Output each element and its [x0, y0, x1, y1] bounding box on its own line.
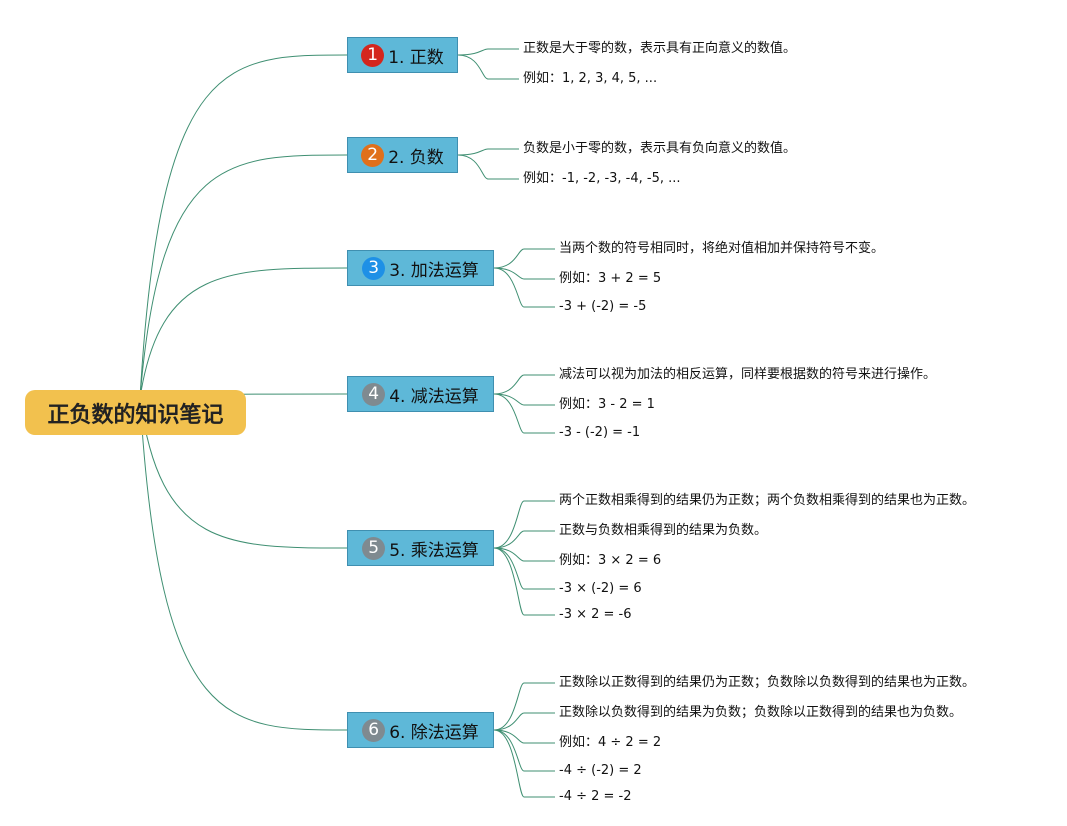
- detail-connector-6-5: [493, 729, 555, 798]
- number-badge-icon: 1: [361, 43, 385, 67]
- root-topic[interactable]: 正负数的知识笔记: [25, 390, 246, 435]
- detail-text: -3 × (-2) = 6: [559, 581, 642, 596]
- detail-text: -3 × 2 = -6: [559, 607, 632, 622]
- topic-label: 2. 负数: [388, 147, 444, 168]
- number-badge-icon: 2: [361, 143, 385, 167]
- topic-label: 1. 正数: [388, 47, 444, 68]
- detail-connector-6-1: [493, 682, 555, 731]
- detail-text: 负数是小于零的数，表示具有负向意义的数值。: [523, 141, 797, 156]
- detail-text: 例如：1, 2, 3, 4, 5, ...: [523, 71, 658, 86]
- detail-connector-4-3: [493, 393, 555, 434]
- number-badge-icon: 5: [362, 536, 386, 560]
- detail-connector-3-1: [493, 248, 555, 269]
- detail-connector-4-1: [493, 374, 555, 395]
- number-badge-icon: 4: [362, 382, 386, 406]
- detail-text: -3 + (-2) = -5: [559, 299, 647, 314]
- number-badge-icon: 3: [362, 256, 386, 280]
- root-connector-3: [139, 267, 348, 399]
- detail-text: 例如：-1, -2, -3, -4, -5, ...: [523, 171, 681, 186]
- detail-text: -3 - (-2) = -1: [559, 425, 641, 440]
- detail-text: -4 ÷ 2 = -2: [559, 789, 632, 804]
- detail-text: 减法可以视为加法的相反运算，同样要根据数的符号来进行操作。: [559, 367, 937, 382]
- detail-connector-1-1: [457, 48, 519, 56]
- topic-label: 5. 乘法运算: [389, 540, 479, 561]
- detail-text: 例如：3 × 2 = 6: [559, 553, 662, 568]
- detail-text: 例如：3 + 2 = 5: [559, 271, 662, 286]
- detail-text: 两个正数相乘得到的结果仍为正数；两个负数相乘得到的结果也为正数。: [559, 493, 976, 508]
- root-connector-2: [139, 154, 348, 399]
- detail-text: 正数是大于零的数，表示具有正向意义的数值。: [523, 41, 797, 56]
- topic-label: 6. 除法运算: [389, 722, 479, 743]
- detail-text: 当两个数的符号相同时，将绝对值相加并保持符号不变。: [559, 241, 885, 256]
- detail-connector-6-4: [493, 729, 555, 772]
- detail-connector-5-4: [493, 547, 555, 590]
- root-connector-5: [139, 397, 348, 549]
- detail-connector-3-2: [493, 267, 555, 280]
- root-connector-1: [139, 54, 348, 399]
- detail-text: -4 ÷ (-2) = 2: [559, 763, 642, 778]
- detail-connector-6-3: [493, 729, 555, 744]
- detail-connector-2-1: [457, 148, 519, 156]
- root-label: 正负数的知识笔记: [47, 402, 224, 428]
- detail-connector-6-2: [493, 712, 555, 731]
- detail-connector-5-5: [493, 547, 555, 616]
- detail-connector-4-2: [493, 393, 555, 406]
- topic-label: 3. 加法运算: [389, 260, 479, 281]
- detail-connector-2-2: [457, 154, 519, 180]
- detail-text: 正数与负数相乘得到的结果为负数。: [559, 523, 768, 538]
- detail-connector-5-2: [493, 530, 555, 549]
- detail-connector-1-2: [457, 54, 519, 80]
- detail-text: 正数除以正数得到的结果仍为正数；负数除以负数得到的结果也为正数。: [559, 675, 976, 690]
- detail-connector-5-3: [493, 547, 555, 562]
- detail-text: 例如：4 ÷ 2 = 2: [559, 735, 662, 750]
- detail-connector-5-1: [493, 500, 555, 549]
- detail-text: 正数除以负数得到的结果为负数；负数除以正数得到的结果也为负数。: [559, 705, 963, 720]
- root-connector-6: [139, 397, 348, 731]
- topic-label: 4. 减法运算: [389, 386, 479, 407]
- detail-text: 例如：3 - 2 = 1: [559, 397, 655, 412]
- number-badge-icon: 6: [362, 718, 386, 742]
- detail-connector-3-3: [493, 267, 555, 308]
